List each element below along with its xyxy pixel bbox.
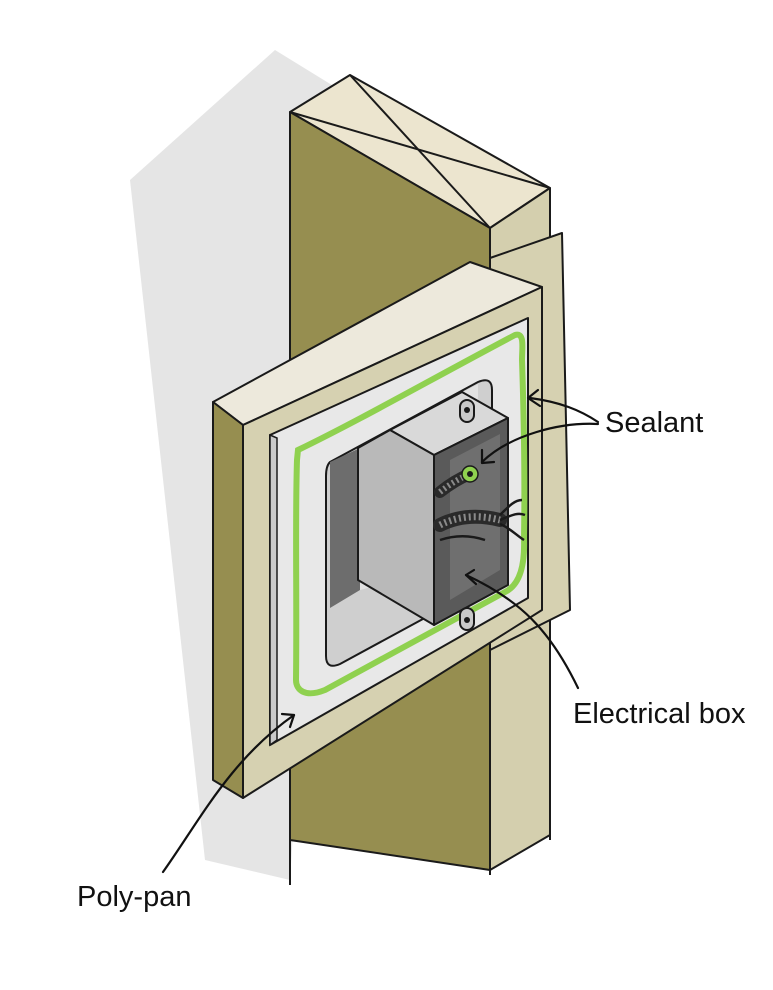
electrical-box-leader [464,573,580,690]
electrical-box [357,391,526,631]
poly-pan-label: Poly-pan [77,881,191,913]
cable-upper [434,465,479,498]
poly-pan-leader [161,713,296,874]
electrical-box-arrowhead [464,568,478,586]
electrical-box-callout: Electrical box [464,568,746,730]
cable-lower [433,498,526,542]
poly-pan-callout: Poly-pan [77,712,296,913]
sealant-label: Sealant [605,407,703,439]
poly-pan-lip [269,433,278,747]
sealant-bead [292,331,528,697]
poly-pan-arrowhead [280,712,296,729]
sealant-leader-inner [480,422,600,464]
recess-inner-wall [330,448,360,608]
sealant-callout: Sealant [480,388,703,465]
electrical-box-label: Electrical box [573,698,746,730]
sealant-arrowhead-outer [526,388,542,408]
sealant-leader-outer [528,396,600,424]
block-side [212,401,244,799]
sealant-arrowhead-inner [480,448,496,465]
